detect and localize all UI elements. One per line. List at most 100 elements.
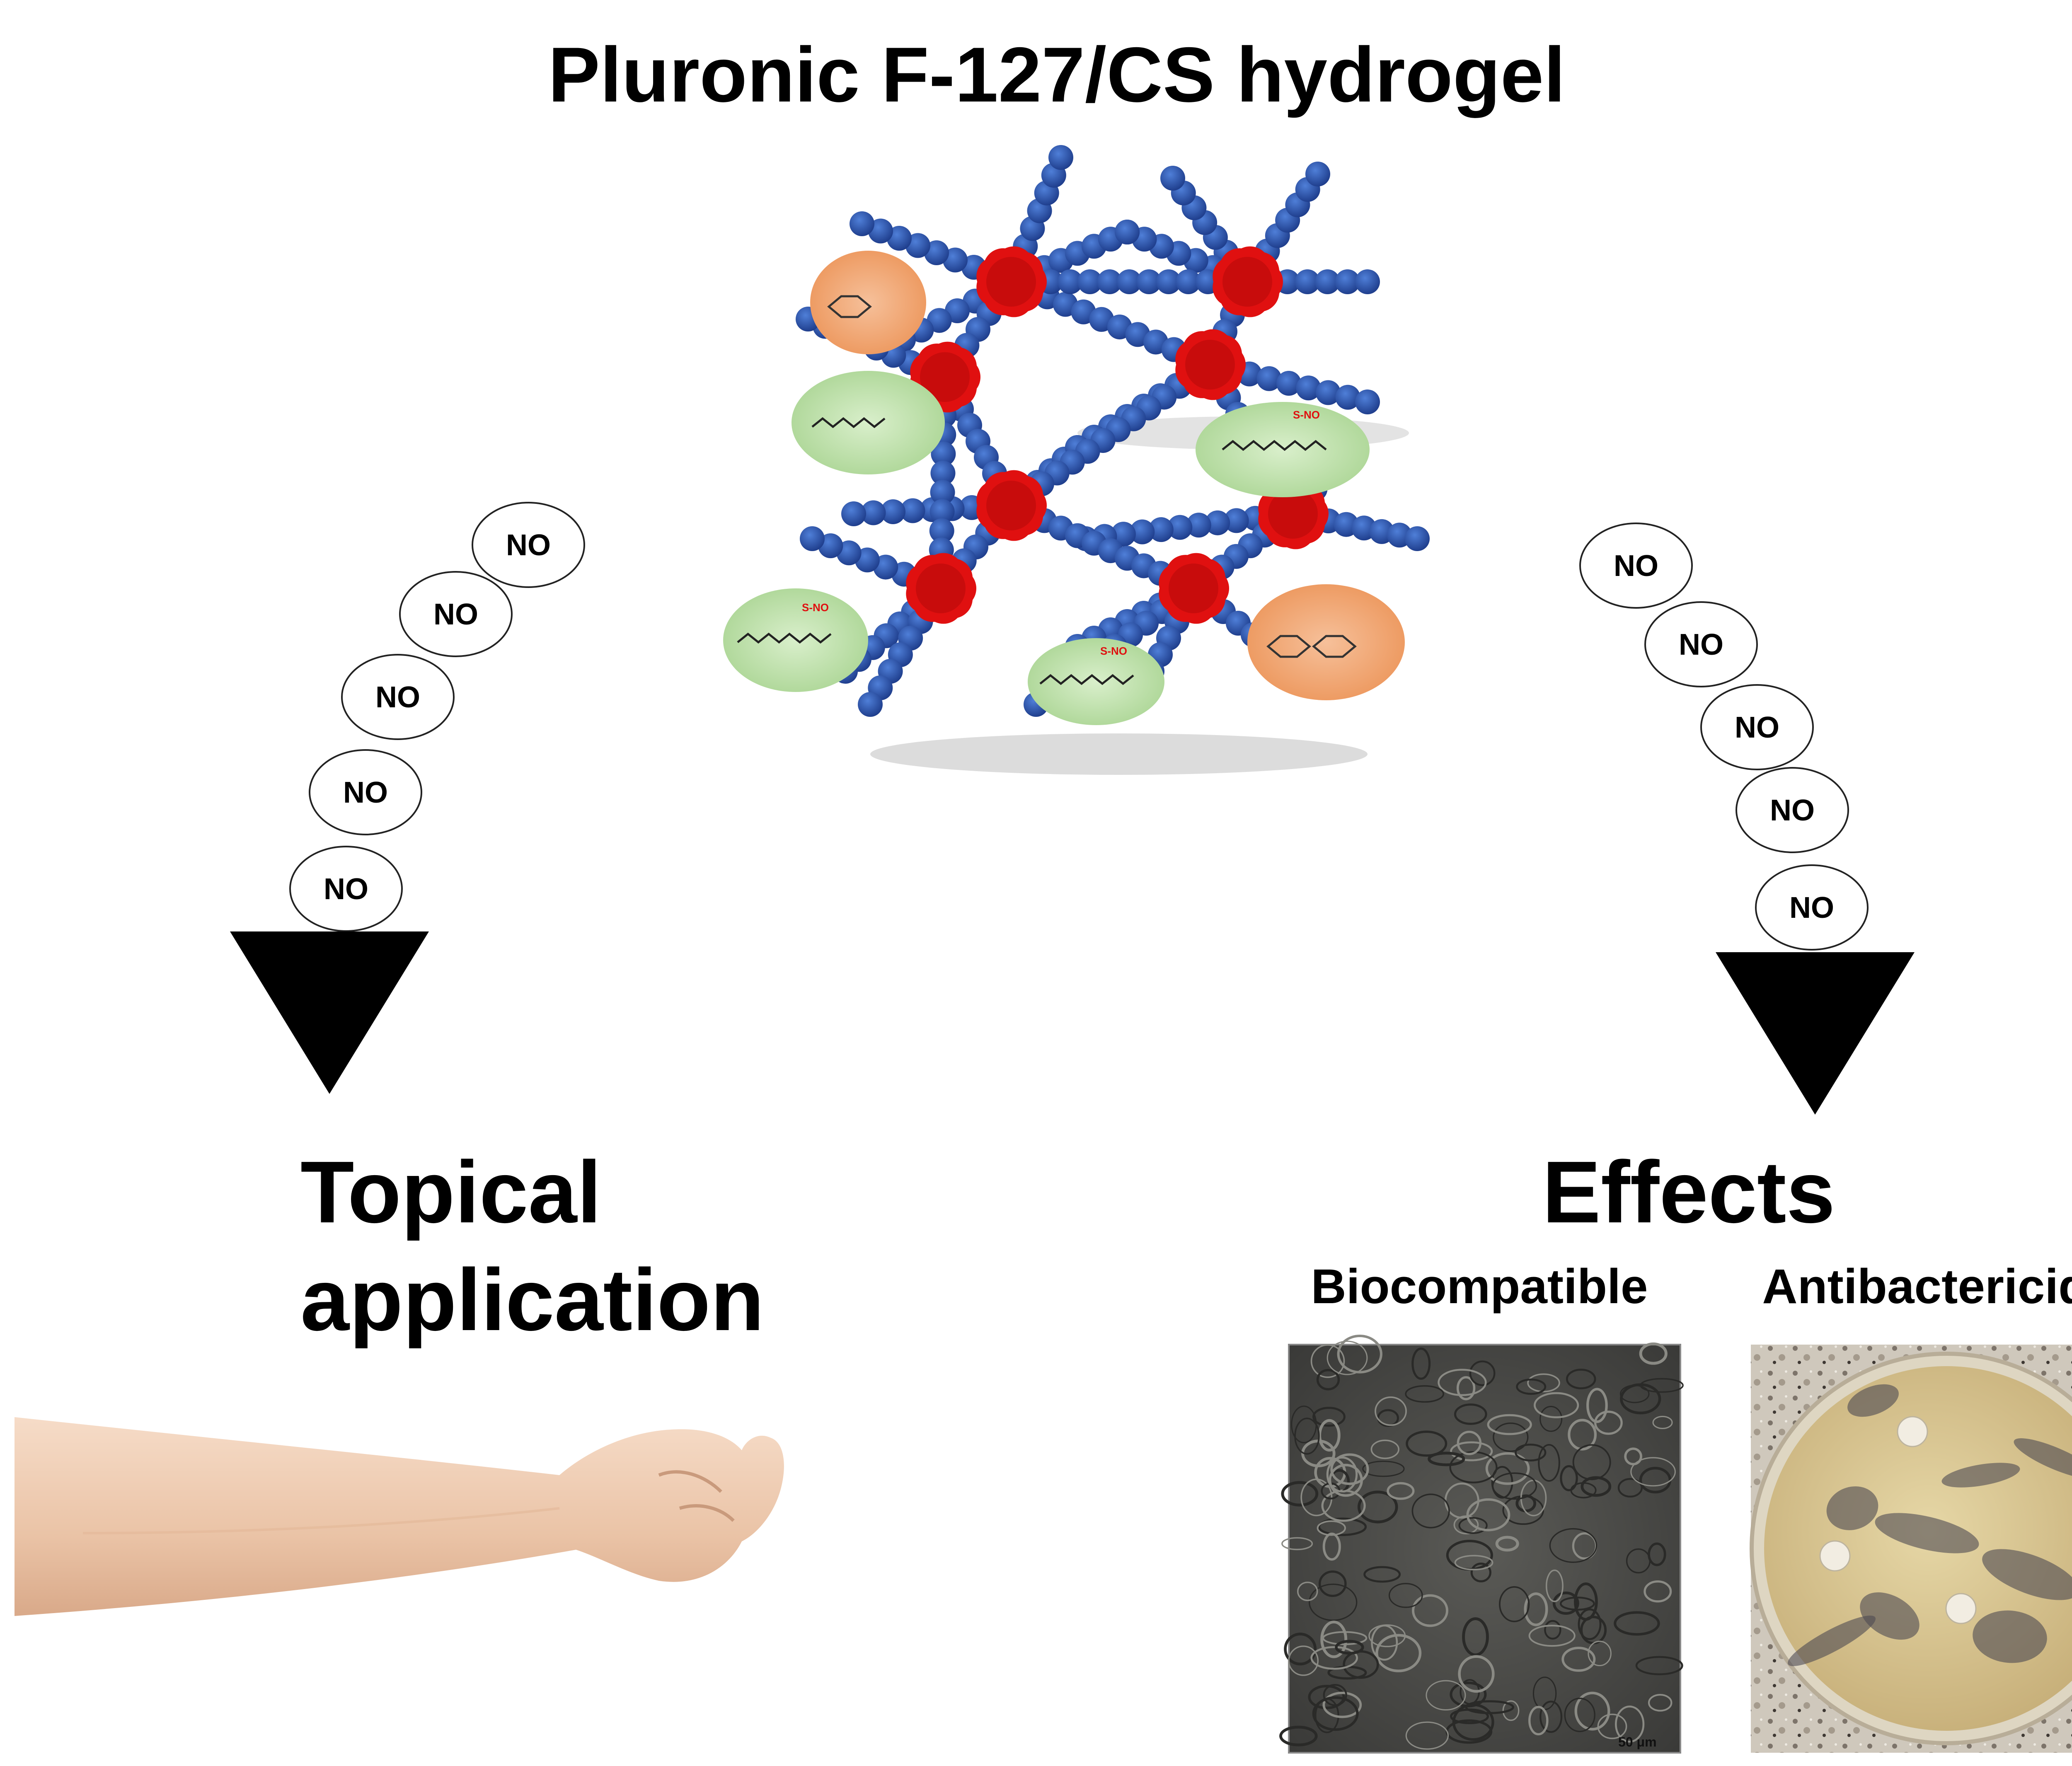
- cell: [1312, 1407, 1346, 1427]
- disk: [1897, 1416, 1928, 1447]
- cell: [1330, 1453, 1369, 1485]
- no-label: NO: [506, 529, 551, 562]
- bacterial-streaks: [1787, 1384, 2072, 1666]
- chitosan-molecule: [810, 251, 926, 354]
- cell: [1528, 1706, 1549, 1736]
- polymer-bead: [1405, 526, 1430, 551]
- cell: [1454, 1555, 1493, 1570]
- cell: [1545, 1569, 1564, 1602]
- cell: [1492, 1472, 1537, 1500]
- cell: [1574, 1691, 1610, 1731]
- cell: [1323, 1684, 1347, 1706]
- polymer-bead: [1186, 513, 1211, 538]
- no-molecule: NO: [1736, 767, 1849, 853]
- polymer-bead: [931, 441, 956, 467]
- micelle-core: [906, 553, 976, 624]
- cell: [1574, 1582, 1598, 1621]
- polymer-bead: [1136, 269, 1162, 294]
- cell: [1552, 1591, 1579, 1615]
- polymer-bead: [930, 480, 955, 505]
- no-molecule: NO: [309, 749, 422, 835]
- cell: [1387, 1482, 1415, 1500]
- cell: [1499, 1586, 1530, 1622]
- cell: [1335, 1640, 1364, 1655]
- no-label: NO: [433, 598, 478, 631]
- cell: [1470, 1563, 1491, 1582]
- cell: [1458, 1655, 1495, 1693]
- polymer-bead: [1224, 508, 1249, 533]
- polymer-bead: [1130, 519, 1155, 544]
- cell: [1578, 1608, 1602, 1640]
- cell: [1561, 1647, 1596, 1672]
- gsno-molecule: S-NO: [723, 588, 868, 692]
- cell: [1284, 1633, 1317, 1666]
- bacterial-colony: [1941, 1463, 2020, 1488]
- cell: [1539, 1406, 1563, 1432]
- polymer-bead: [841, 501, 866, 526]
- cell: [1412, 1594, 1449, 1627]
- cell: [1457, 1430, 1482, 1455]
- cell: [1626, 1548, 1651, 1574]
- cell: [1466, 1498, 1510, 1531]
- cell: [1405, 1721, 1449, 1750]
- polymer-bead: [1256, 366, 1282, 391]
- bacterial-colony: [1982, 1549, 2072, 1600]
- cell: [1572, 1444, 1611, 1481]
- polymer-bead: [943, 247, 968, 273]
- bacterial-colony: [2014, 1438, 2072, 1479]
- polymer-bead: [1160, 166, 1185, 191]
- gsno-molecule: [792, 371, 945, 474]
- cell: [1363, 1566, 1401, 1583]
- polymer-bead: [1305, 162, 1330, 186]
- cell: [1426, 1680, 1466, 1710]
- cell: [1624, 1447, 1642, 1466]
- cell: [1568, 1419, 1597, 1451]
- cell: [1570, 1482, 1597, 1499]
- cell-texture: [1279, 1334, 1684, 1750]
- polymer-bead: [1148, 517, 1174, 542]
- no-label: NO: [1770, 794, 1815, 827]
- cell: [1357, 1490, 1398, 1524]
- cell: [1375, 1396, 1407, 1426]
- polymer-bead: [1355, 389, 1380, 414]
- polymer-bead: [800, 526, 825, 551]
- polymer-bead: [1295, 269, 1320, 294]
- cell: [1566, 1369, 1596, 1389]
- cell: [1644, 1580, 1672, 1603]
- polymer-bead: [1176, 269, 1201, 294]
- cell: [1322, 1532, 1341, 1561]
- cell: [1362, 1461, 1405, 1477]
- cell: [1316, 1369, 1340, 1391]
- no-label: NO: [1789, 891, 1834, 924]
- cell: [1297, 1582, 1318, 1601]
- cell: [1648, 1542, 1666, 1566]
- cell: [1581, 1476, 1612, 1497]
- hydrogel-network: S-NO S-NO S-NO: [723, 145, 1430, 775]
- cell: [1528, 1625, 1576, 1647]
- cell: [1279, 1725, 1318, 1747]
- cell: [1326, 1456, 1358, 1493]
- polymer-bead: [881, 499, 905, 524]
- cell: [1405, 1385, 1444, 1403]
- no-molecule: NO: [1644, 601, 1758, 687]
- no-release-right: NO NO NO NO NO: [1579, 523, 1915, 1115]
- sno-label: S-NO: [1100, 645, 1127, 657]
- gsno-molecule: S-NO: [1028, 638, 1164, 725]
- arrow-down-left: [230, 931, 429, 1094]
- micelle-core: [1213, 246, 1283, 317]
- cell: [1620, 1383, 1661, 1415]
- cell: [1368, 1624, 1406, 1647]
- cell: [1310, 1646, 1358, 1670]
- cell: [1652, 1415, 1673, 1429]
- cell: [1615, 1706, 1645, 1743]
- cell: [1312, 1696, 1359, 1731]
- no-release-left: NO NO NO NO NO: [230, 502, 585, 1094]
- cell: [1635, 1656, 1683, 1675]
- polymer-bead: [1276, 371, 1301, 396]
- cell: [1648, 1693, 1673, 1712]
- cell: [1534, 1392, 1579, 1418]
- cell: [1462, 1617, 1489, 1657]
- polymer-bead: [1077, 269, 1102, 294]
- biocompatible-label: Biocompatible: [1311, 1259, 1648, 1314]
